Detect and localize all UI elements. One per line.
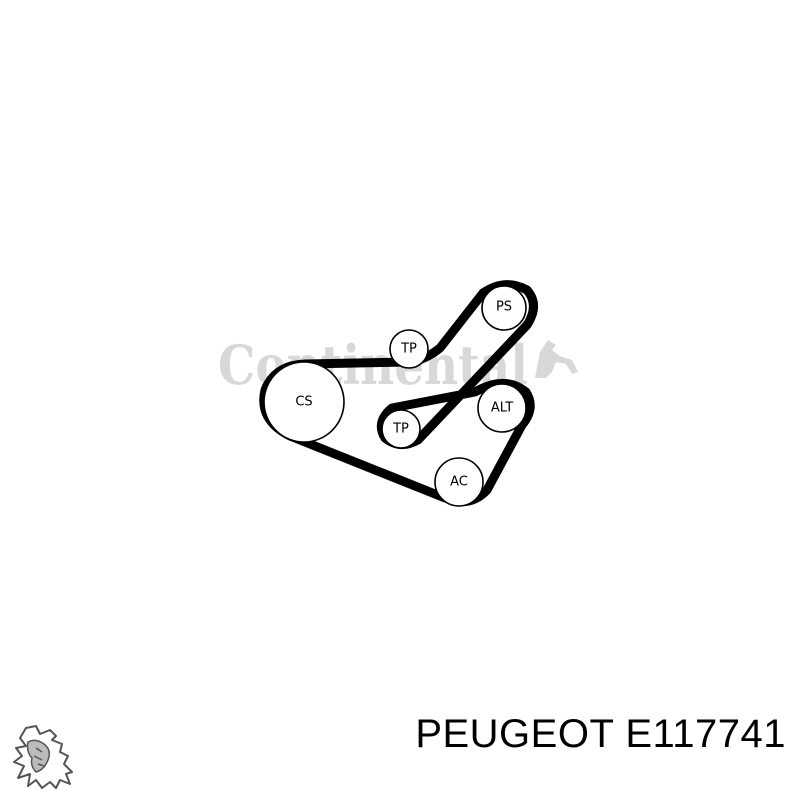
horse-icon — [535, 340, 578, 378]
pulley-tp-top: TP — [389, 329, 429, 369]
pulley-label-ps: PS — [496, 300, 512, 315]
brand-name: PEUGEOT — [415, 712, 614, 756]
pulley-label-alt: ALT — [491, 401, 513, 416]
pulley-ac: AC — [434, 457, 484, 507]
pulley-label-tp-top: TP — [400, 342, 417, 357]
part-caption: PEUGEOT E117741 — [415, 712, 786, 757]
pulley-ps: PS — [481, 285, 527, 331]
pulley-label-ac: AC — [450, 475, 468, 490]
peugeot-lion-logo-icon — [13, 725, 73, 789]
pulley-tp-inner: TP — [381, 409, 421, 449]
pulley-label-tp-inner: TP — [392, 422, 409, 437]
part-number: E117741 — [625, 712, 786, 756]
pulley-cs: CS — [263, 361, 345, 443]
pulley-alt: ALT — [477, 383, 527, 433]
pulley-label-cs: CS — [295, 395, 312, 410]
